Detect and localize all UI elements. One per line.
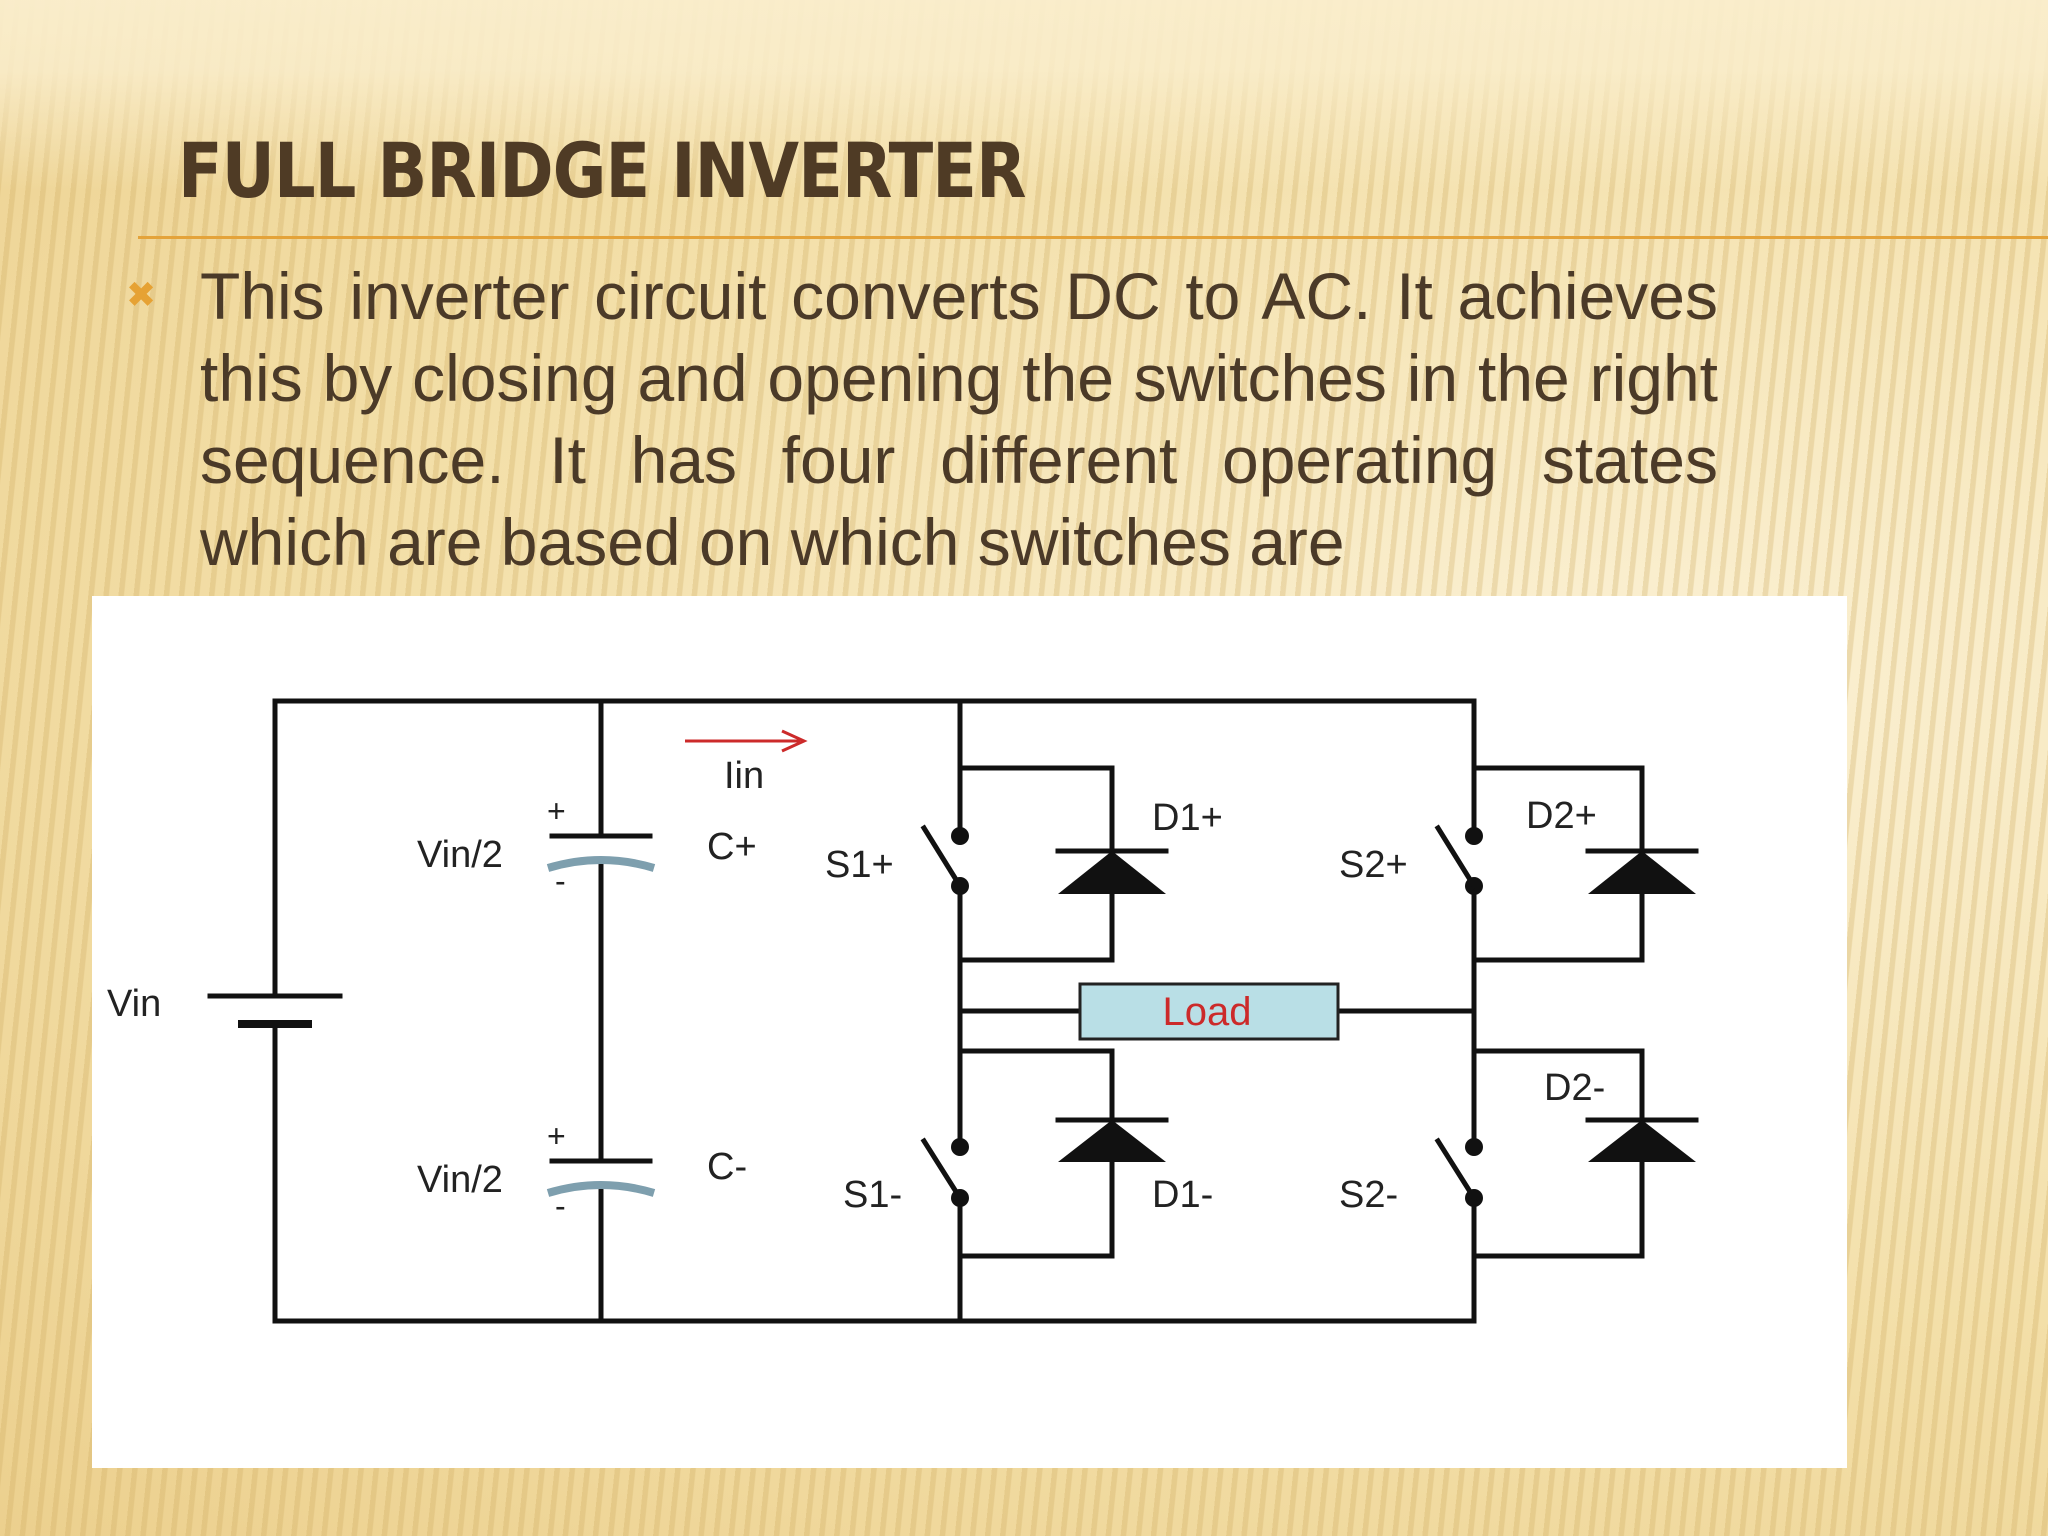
cap-top-curved-plate: [546, 856, 656, 872]
switch-s2p-blade: [1434, 824, 1478, 890]
cap-bottom-minus: -: [555, 1188, 566, 1224]
switch-s1p-blade: [920, 824, 964, 890]
switch-s1m-label: S1-: [843, 1174, 902, 1216]
switch-s2m-label: S2-: [1339, 1174, 1398, 1216]
load-box: [1078, 982, 1340, 1041]
switch-s1p-contact-top: [951, 827, 969, 845]
switch-s2m-contact-top: [1465, 1138, 1483, 1156]
diode-d2m-triangle: [1588, 1120, 1696, 1162]
switch-s2p-contact-top: [1465, 827, 1483, 845]
diode-d1m-triangle: [1058, 1120, 1166, 1162]
switch-s1m-blade: [920, 1137, 964, 1202]
cap-bottom-name: C-: [707, 1146, 747, 1188]
load-label: Load: [1163, 990, 1252, 1034]
cap-top-plus: +: [547, 793, 566, 829]
cap-top-voltage: Vin/2: [417, 834, 503, 876]
diode-d1p-label: D1+: [1152, 797, 1223, 839]
cap-top-name: C+: [707, 826, 757, 868]
switch-s1m-contact-top: [951, 1138, 969, 1156]
bullet-text: This inverter circuit converts DC to AC.…: [200, 259, 1718, 579]
switch-s2p-label: S2+: [1339, 844, 1408, 886]
diode-d2p-triangle: [1588, 851, 1696, 894]
diode-d1p-triangle: [1058, 851, 1166, 894]
x-bullet-icon: ✖: [126, 275, 157, 316]
title-divider: [138, 236, 2048, 239]
current-label: Iin: [724, 755, 764, 797]
diode-d2m-label: D2-: [1544, 1067, 1605, 1109]
current-arrow-head: [781, 729, 808, 753]
slide-title: FULL BRIDGE INVERTER: [178, 126, 1026, 215]
diode-d2p-label: D2+: [1526, 795, 1597, 837]
cap-bottom-curved-plate: [546, 1181, 656, 1197]
source-label: Vin: [107, 983, 161, 1025]
switch-s1p-label: S1+: [825, 844, 894, 886]
circuit-svg: Vin + - Vin/2 C+ + - Vin/2 C- Iin S1+: [107, 698, 1699, 1324]
switch-s2m-blade: [1434, 1137, 1478, 1202]
diode-d1m-label: D1-: [1152, 1174, 1213, 1216]
cap-bottom-voltage: Vin/2: [417, 1159, 503, 1201]
circuit-diagram: Vin + - Vin/2 C+ + - Vin/2 C- Iin S1+: [92, 596, 1847, 1468]
wire-d1p-loop: [957, 765, 1115, 963]
cap-top-minus: -: [555, 863, 566, 899]
cap-bottom-plus: +: [547, 1118, 566, 1154]
